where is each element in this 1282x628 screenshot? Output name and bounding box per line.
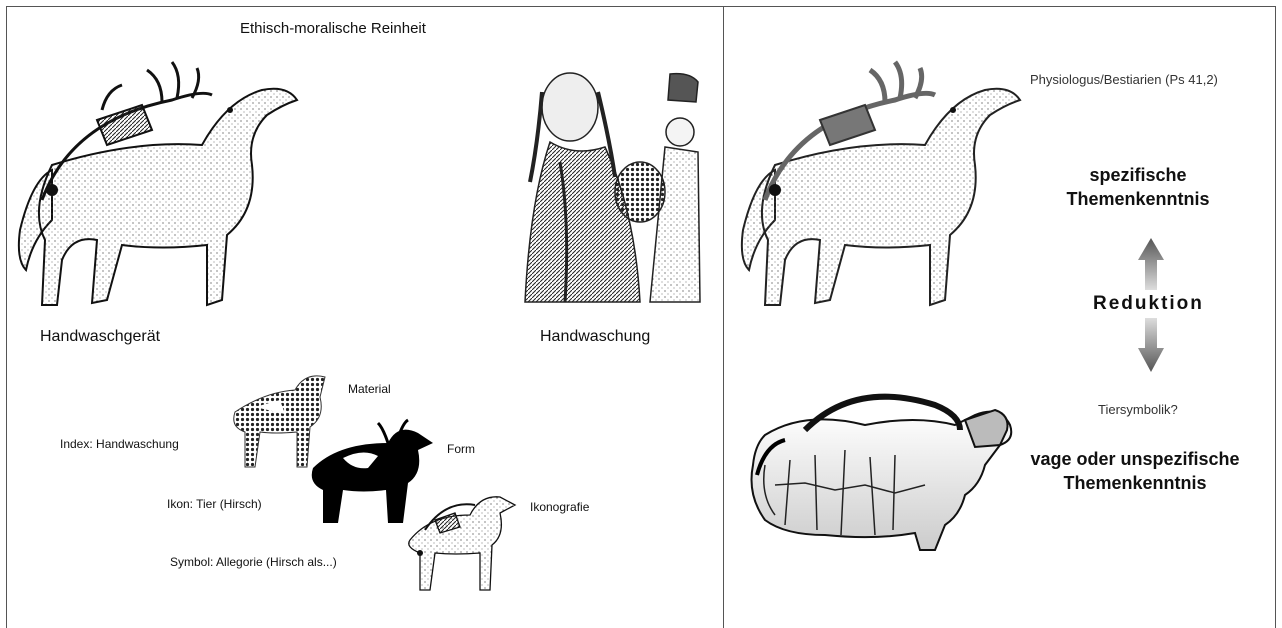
vague-knowledge: vage oder unspezifische Themenkenntnis [1000, 447, 1270, 495]
source-label: Physiologus/Bestiarien (Ps 41,2) [1030, 72, 1218, 87]
vague-line2: Themenkenntnis [1000, 471, 1270, 495]
hand-washing-scene [520, 62, 700, 312]
caption-scene: Handwaschung [540, 328, 650, 346]
label-icon: Ikon: Tier (Hirsch) [167, 497, 262, 511]
animal-symbolism-label: Tiersymbolik? [1098, 402, 1178, 417]
arrow-down-gradient [1138, 318, 1164, 372]
arrow-up-gradient [1138, 238, 1164, 290]
label-symbol: Symbol: Allegorie (Hirsch als...) [170, 555, 337, 569]
caption-object: Handwaschgerät [40, 328, 160, 346]
specific-line1: spezifische [1050, 163, 1226, 187]
left-title: Ethisch-moralische Reinheit [240, 20, 426, 37]
vague-line1: vage oder unspezifische [1000, 447, 1270, 471]
specific-knowledge: spezifische Themenkenntnis [1050, 163, 1226, 211]
label-index: Index: Handwaschung [60, 437, 179, 451]
label-material: Material [348, 382, 391, 396]
aquamanile-vague-photo [745, 385, 1025, 560]
aquamanile-stag-gray [735, 60, 1035, 320]
label-iconography: Ikonografie [530, 500, 589, 514]
label-form: Form [447, 442, 475, 456]
stag-iconography-sketch [400, 485, 520, 600]
specific-line2: Themenkenntnis [1050, 187, 1226, 211]
reduction-label: Reduktion [1093, 293, 1204, 315]
aquamanile-stag-drawing [12, 60, 312, 320]
